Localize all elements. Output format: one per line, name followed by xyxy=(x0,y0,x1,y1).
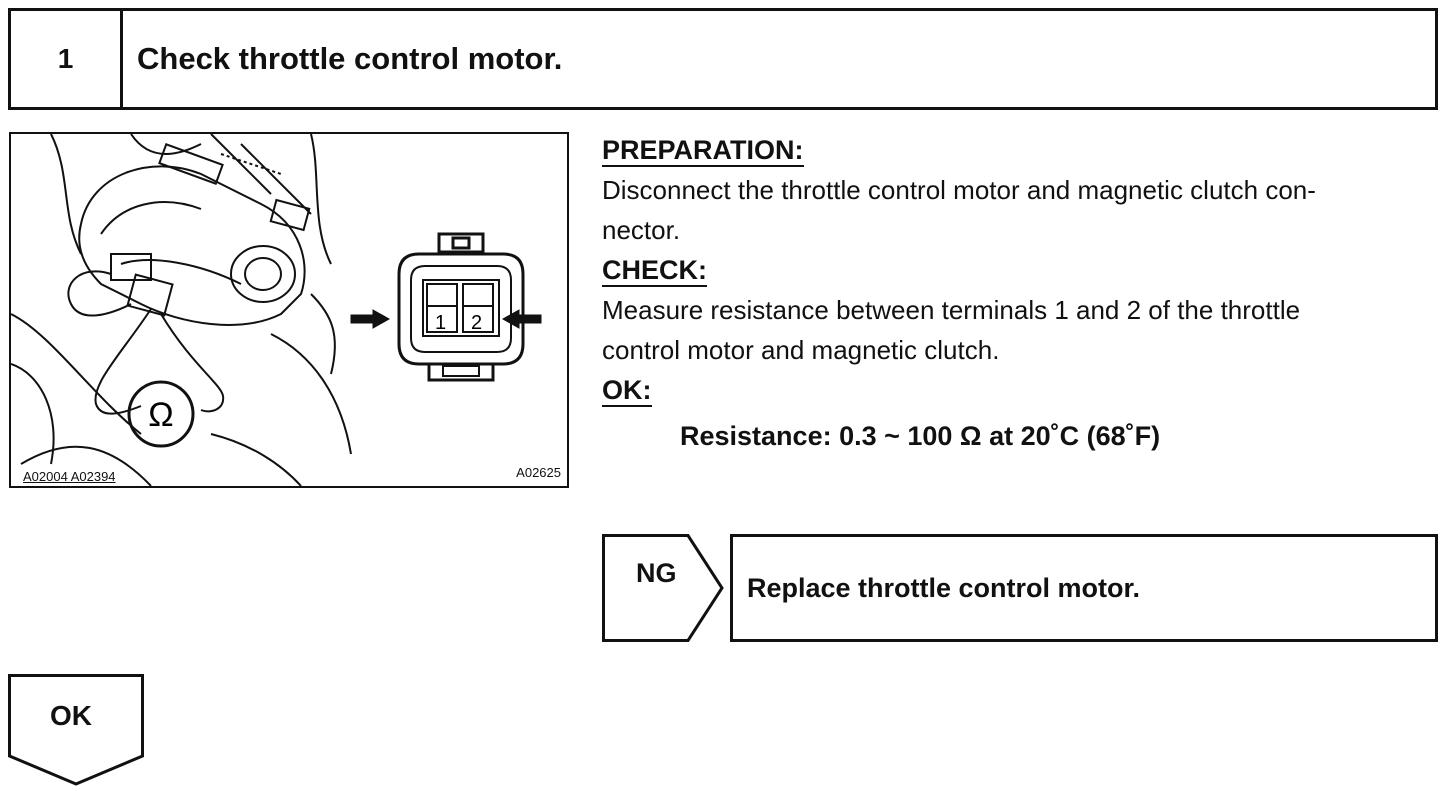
ok-heading: OK: xyxy=(602,375,652,407)
ok-label: OK xyxy=(50,700,92,731)
figure-code-left: A02004 A02394 xyxy=(23,469,116,484)
preparation-line-1: Disconnect the throttle control motor an… xyxy=(602,175,1316,205)
illustration-figure: Ω 1 2 A02004 A02394 A02625 xyxy=(9,132,569,488)
right-pointing-arrow-icon xyxy=(372,309,391,329)
terminal-2-label: 2 xyxy=(471,312,482,334)
ng-arrow-shape xyxy=(602,534,724,642)
check-line-2: control motor and magnetic clutch. xyxy=(602,335,1000,365)
ng-branch-tag: NG xyxy=(602,534,732,642)
step-header: 1 Check throttle control motor. xyxy=(8,8,1438,110)
throttle-motor-illustration: Ω 1 2 xyxy=(11,134,542,486)
check-line-1: Measure resistance between terminals 1 a… xyxy=(602,295,1301,325)
ok-branch-tag: OK xyxy=(8,674,144,786)
ohm-symbol: Ω xyxy=(148,396,173,434)
step-number: 1 xyxy=(11,11,123,107)
check-heading: CHECK: xyxy=(602,255,707,287)
step-title: Check throttle control motor. xyxy=(137,41,563,76)
figure-code-right: A02625 xyxy=(516,465,561,480)
right-arrow-shaft xyxy=(518,314,542,324)
ok-down-arrow-shape xyxy=(8,674,144,786)
preparation-heading: PREPARATION: xyxy=(602,135,804,167)
preparation-line-2: nector. xyxy=(602,215,681,245)
instructions: PREPARATION: Disconnect the throttle con… xyxy=(602,130,1442,456)
terminal-1-label: 1 xyxy=(435,312,446,334)
resistance-spec: Resistance: 0.3 ~ 100 Ω at 20˚C (68˚F) xyxy=(680,421,1161,451)
ng-action-box: Replace throttle control motor. xyxy=(730,534,1438,642)
ng-label: NG xyxy=(636,558,677,588)
left-pointing-arrow-icon xyxy=(501,309,520,329)
left-arrow-shaft xyxy=(350,314,374,324)
